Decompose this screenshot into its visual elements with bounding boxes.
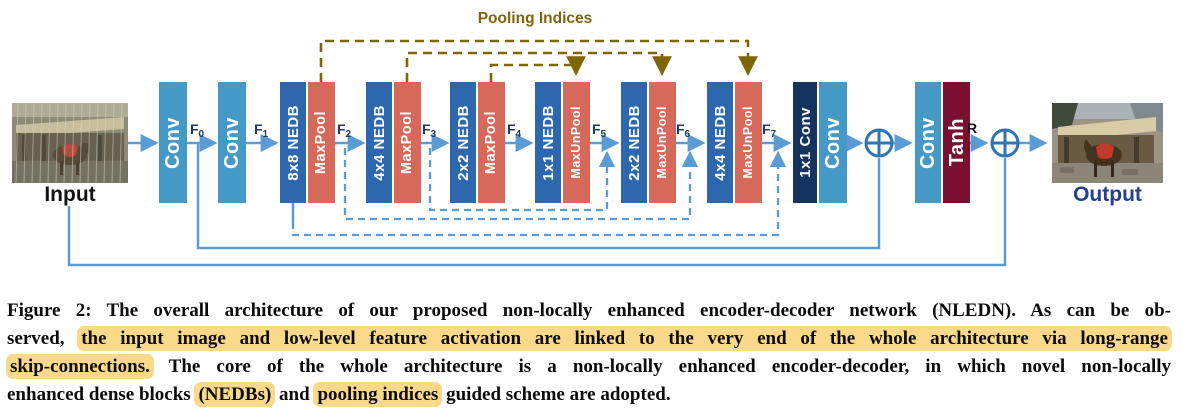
caption-line-1: Figure 2: The overall architecture of ou… — [7, 297, 1171, 325]
input-photo — [12, 103, 128, 183]
block-conv-1: Conv — [159, 82, 187, 203]
dashed-skip-wires — [291, 148, 787, 237]
caption-text: and — [274, 384, 315, 405]
feature-label-f7: F7 — [761, 121, 777, 140]
conv-block: Conv — [915, 82, 941, 203]
caption-text: enhanced dense blocks — [7, 384, 196, 405]
input-label: Input — [44, 183, 96, 206]
caption-text: The core of the whole architecture is a … — [152, 356, 1171, 377]
caption-highlight: skip-connections. — [6, 354, 154, 379]
block-conv-tanh: Conv Tanh — [915, 82, 970, 203]
block-nedb-4x4-maxunpool: 4x4 NEDB MaxUnPool — [707, 82, 762, 203]
pooling-indices-wires — [319, 39, 758, 82]
nedb-block: 8x8 NEDB — [280, 82, 306, 203]
output-label: Output — [1073, 183, 1142, 206]
feature-label-f6: F6 — [675, 121, 691, 140]
pooling-indices-label: Pooling Indices — [477, 10, 593, 27]
connector-layer — [67, 39, 1048, 267]
caption-highlight: pooling indices — [313, 382, 443, 407]
conv-block: Conv — [159, 82, 187, 203]
feature-label-f5: F5 — [591, 121, 607, 140]
sum-node-2 — [990, 128, 1020, 158]
nedb-block: 4x4 NEDB — [366, 82, 392, 203]
caption-highlight: (NEDBs) — [194, 382, 276, 407]
block-nedb-2x2-maxunpool: 2x2 NEDB MaxUnPool — [621, 82, 676, 203]
caption-line-2: served, the input image and low-level fe… — [7, 325, 1172, 353]
tanh-block: Tanh — [943, 82, 970, 203]
maxunpool-block: MaxUnPool — [563, 82, 590, 203]
caption-text: Figure 2: The overall architecture of ou… — [7, 300, 1171, 321]
conv-block: Conv — [218, 82, 246, 203]
block-conv-2: Conv — [218, 82, 246, 203]
maxunpool-block: MaxUnPool — [649, 82, 676, 203]
feature-label-f4: F4 — [506, 121, 522, 140]
caption-line-3: skip-connections. The core of the whole … — [6, 353, 1171, 381]
sum-node-1 — [864, 128, 894, 158]
maxpool-block: MaxPool — [308, 82, 335, 203]
figure-caption: Figure 2: The overall architecture of ou… — [6, 297, 1172, 409]
feature-label-f1: F1 — [253, 121, 269, 140]
maxunpool-block: MaxUnPool — [735, 82, 762, 203]
caption-highlight: the input image and low-level feature ac… — [77, 326, 1172, 351]
conv-1x1-block: 1x1 Conv — [793, 82, 817, 203]
nedb-block: 2x2 NEDB — [621, 82, 647, 203]
block-nedb-2x2-maxpool: 2x2 NEDB MaxPool — [450, 82, 505, 203]
maxpool-block: MaxPool — [394, 82, 421, 203]
nedb-block: 1x1 NEDB — [535, 82, 561, 203]
nedb-block: 4x4 NEDB — [707, 82, 733, 203]
block-nedb-1x1-maxunpool: 1x1 NEDB MaxUnPool — [535, 82, 590, 203]
long-skip-wires — [67, 143, 1007, 267]
residual-label: R — [967, 120, 978, 136]
conv-block: Conv — [819, 82, 847, 203]
nedb-block: 2x2 NEDB — [450, 82, 476, 203]
feature-label-f3: F3 — [421, 121, 437, 140]
maxpool-block: MaxPool — [478, 82, 505, 203]
feature-label-f0: F0 — [189, 121, 205, 140]
caption-text: served, — [7, 328, 79, 349]
block-nedb-8x8-maxpool: 8x8 NEDB MaxPool — [280, 82, 335, 203]
output-photo — [1052, 103, 1163, 183]
feature-label-f2: F2 — [336, 121, 352, 140]
caption-text: guided scheme are adopted. — [441, 384, 671, 405]
caption-line-4: enhanced dense blocks (NEDBs) and poolin… — [7, 381, 1171, 409]
block-1x1-conv-conv: 1x1 Conv Conv — [793, 82, 847, 203]
block-nedb-4x4-maxpool: 4x4 NEDB MaxPool — [366, 82, 421, 203]
